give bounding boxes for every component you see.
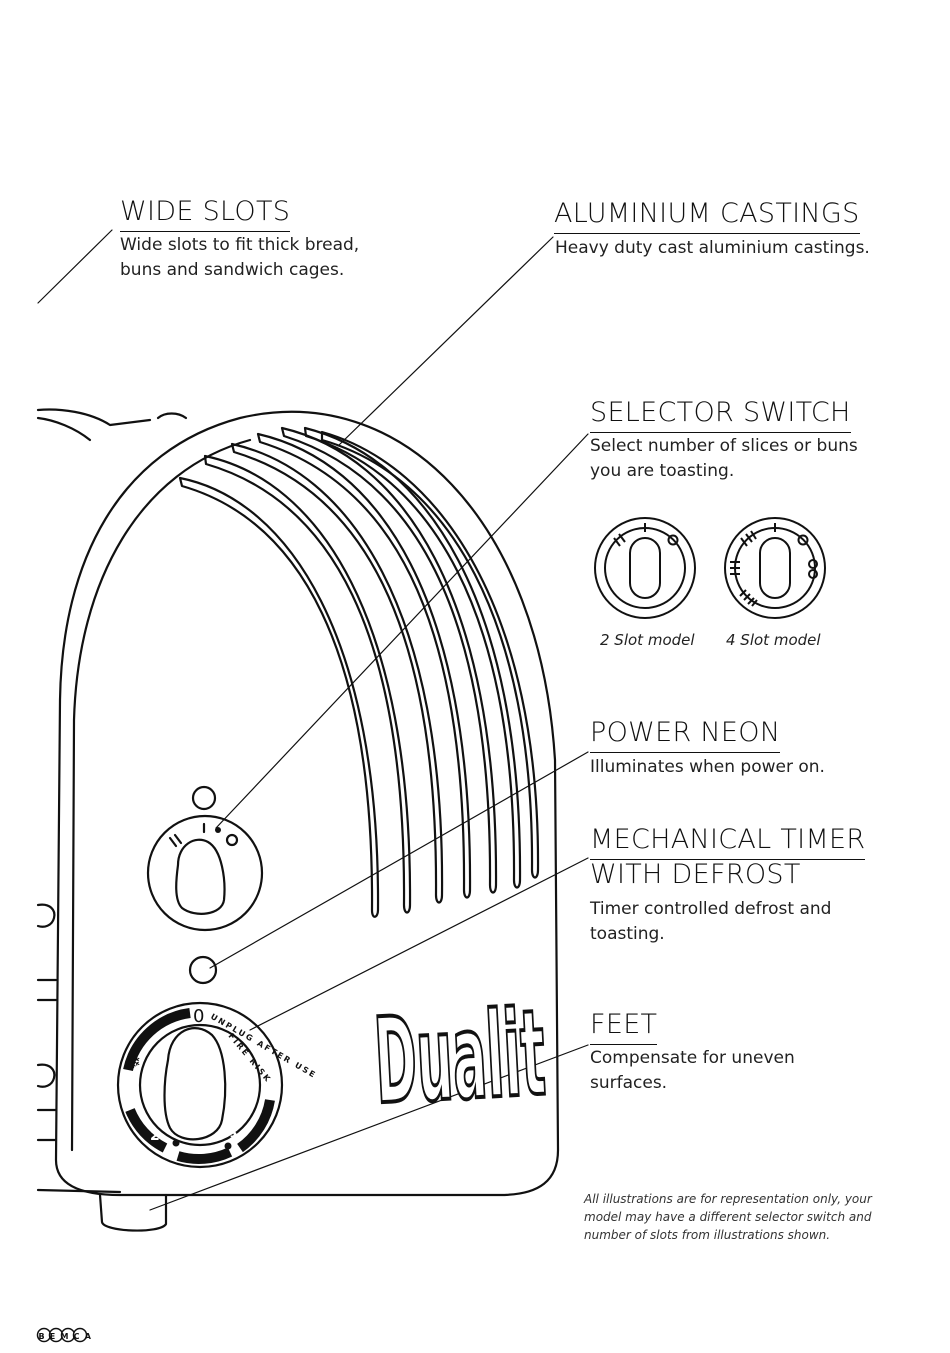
timer-band bbox=[236, 1099, 275, 1153]
slot-rib bbox=[303, 426, 522, 889]
brand-logo: Dualit bbox=[371, 984, 548, 1131]
timer-band bbox=[125, 1107, 168, 1153]
disclaimer-line: All illustrations are for representation… bbox=[584, 1192, 872, 1206]
wide-slots-desc-line: buns and sandwich cages. bbox=[120, 260, 345, 280]
power-neon-title: POWER NEON bbox=[590, 717, 781, 754]
feet-desc: Compensate for uneven surfaces. bbox=[590, 1046, 795, 1096]
timer-title-line1: MECHANICAL TIMER bbox=[590, 824, 866, 861]
foot bbox=[98, 1193, 168, 1232]
feet-desc-line: Compensate for uneven bbox=[590, 1048, 795, 1068]
disclaimer: All illustrations are for representation… bbox=[584, 1190, 872, 1244]
timer-two-label: 2 bbox=[150, 1128, 160, 1144]
power-neon-circle bbox=[188, 955, 218, 985]
leader-aluminium bbox=[337, 236, 554, 447]
power-neon-desc: Illuminates when power on. bbox=[590, 755, 825, 780]
timer-desc-line: Timer controlled defrost and bbox=[590, 899, 832, 919]
aluminium-desc: Heavy duty cast aluminium castings. bbox=[555, 236, 870, 261]
timer-title-line2: WITH DEFROST bbox=[590, 859, 801, 890]
selector-title: SELECTOR SWITCH bbox=[590, 397, 851, 434]
slot-rib bbox=[203, 454, 412, 914]
selector-desc-line: Select number of slices or buns bbox=[590, 436, 858, 456]
bemca-logo bbox=[36, 1327, 88, 1343]
timer-knob-grip bbox=[163, 1027, 227, 1141]
neon-top-circle bbox=[191, 785, 217, 811]
timer-desc: Timer controlled defrost and toasting. bbox=[590, 897, 831, 947]
slot-rib bbox=[256, 432, 472, 899]
timer-band bbox=[176, 1147, 233, 1165]
slot-rib bbox=[178, 476, 380, 918]
selector-desc-line: you are toasting. bbox=[590, 461, 735, 481]
feet-title: FEET bbox=[590, 1009, 658, 1046]
wide-slots-desc-line: Wide slots to fit thick bread, bbox=[120, 235, 360, 255]
leader-selector bbox=[215, 433, 589, 829]
wide-slots-title: WIDE SLOTS bbox=[120, 196, 291, 233]
aluminium-title: ALUMINIUM CASTINGS bbox=[554, 198, 860, 235]
feet-desc-line: surfaces. bbox=[590, 1073, 668, 1093]
disclaimer-line: number of slots from illustrations shown… bbox=[584, 1228, 831, 1242]
timer-knob-inner bbox=[138, 1023, 262, 1147]
four-slot-caption: 4 Slot model bbox=[726, 631, 821, 649]
timer-knob-outer bbox=[116, 1001, 284, 1169]
snowflake-icon: ❄ bbox=[126, 1052, 141, 1073]
wide-slots-desc: Wide slots to fit thick bread, buns and … bbox=[120, 233, 359, 283]
timer-zero-label: 0 bbox=[193, 1006, 204, 1027]
two-slot-caption: 2 Slot model bbox=[600, 631, 695, 649]
aluminium-desc-line: Heavy duty cast aluminium castings. bbox=[555, 238, 870, 258]
disclaimer-line: model may have a different selector swit… bbox=[584, 1210, 872, 1224]
selector-knob-ring bbox=[146, 814, 264, 932]
slot-rib bbox=[280, 426, 498, 894]
toaster-body-outline bbox=[54, 410, 560, 1197]
leader-feet bbox=[149, 1044, 589, 1211]
toaster-rear-body bbox=[36, 408, 152, 427]
selector-knob-grip bbox=[175, 838, 226, 915]
leader-power bbox=[209, 751, 589, 969]
bemca-logo-text: BEMCA bbox=[39, 1332, 97, 1341]
selector-desc: Select number of slices or buns you are … bbox=[590, 434, 858, 484]
slot-rib bbox=[230, 442, 444, 904]
power-neon-desc-line: Illuminates when power on. bbox=[590, 757, 825, 777]
timer-band bbox=[123, 1008, 191, 1072]
timer-desc-line: toasting. bbox=[590, 924, 665, 944]
selector-diagram-2slot bbox=[594, 517, 696, 619]
selector-diagram-4slot bbox=[724, 517, 826, 619]
timer-three-label: 3 bbox=[228, 1130, 238, 1146]
slot-rib bbox=[320, 430, 540, 879]
leader-wide-slots bbox=[37, 229, 113, 304]
leader-timer bbox=[249, 857, 589, 1031]
